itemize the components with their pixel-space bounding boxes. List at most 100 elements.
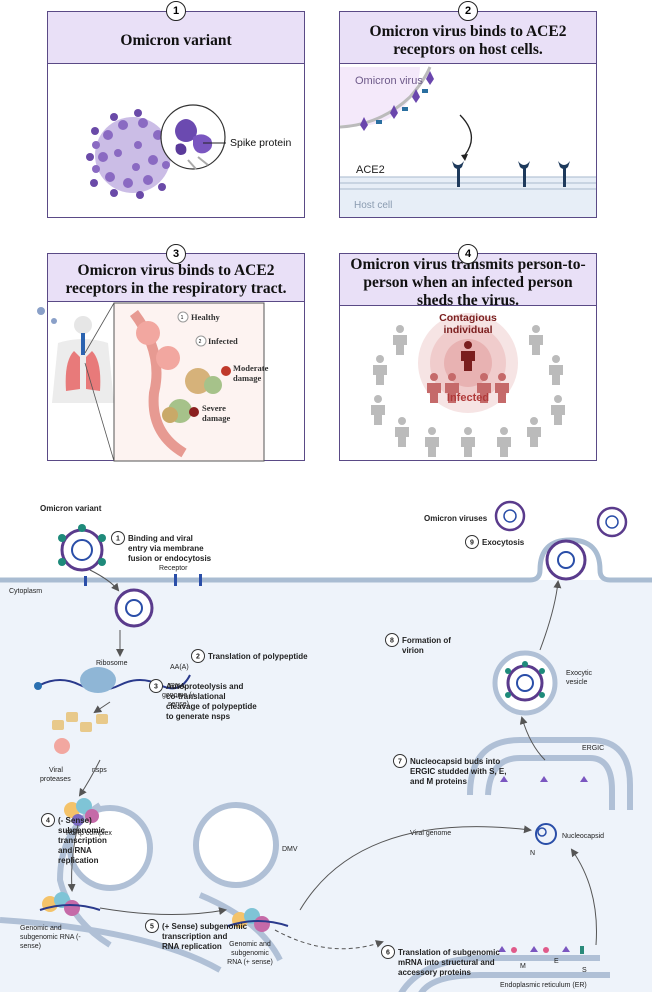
n-label: N [530,850,535,857]
step-number: 3 [154,684,158,691]
step-number-badge [385,633,399,647]
omicron-variant-label: Omicron variant [40,504,102,513]
exiting-virus-3 [545,539,587,581]
incoming-virus [58,524,106,572]
panel-4-number: 4 [458,244,478,264]
step-number-badge [465,535,479,549]
step-number-badge [191,649,205,663]
person-icon [497,427,511,457]
replication-cycle: Cytoplasm Omicron variant Receptor Ribos… [0,500,652,992]
infected-alveoli-label: Infected [208,336,238,346]
step-number: 6 [386,950,390,957]
protease-shape [54,738,70,754]
person-icon [461,341,475,371]
ergic-label: ERGIC [582,745,604,752]
person-icon [395,417,409,447]
person-icon [529,325,543,355]
step-text: Exocytosis [482,538,525,547]
cytoplasm-label: Cytoplasm [9,588,42,595]
receptor-label: Receptor [159,565,188,572]
step-number-badge [41,813,55,827]
panel-1-number: 1 [166,1,186,21]
person-icon [461,427,475,457]
spike-protein-label: Spike protein [230,137,291,149]
endosome-virus [114,588,154,628]
omicron-viruses-label: Omicron viruses [424,514,488,523]
panel-2: Omicron virus binds to ACE2 receptors on… [339,11,597,218]
person-icon [373,355,387,385]
step-text: Translation of polypeptide [208,652,308,661]
panel-2-number: 2 [458,1,478,21]
person-icon [551,395,565,425]
human-silhouette [52,316,114,403]
rdrp-label: RdRp complex [66,830,112,837]
person-icon [477,373,491,403]
exocytic-vesicle [492,650,558,716]
step-number: 7 [398,759,402,766]
panel-3-number: 3 [166,244,186,264]
spike-zoom-inset [160,104,226,170]
virus-surface [340,67,420,125]
host-cell-label: Host cell [354,200,392,211]
er-label: Endoplasmic reticulum (ER) [500,982,587,989]
panel-4: Omicron virus transmits person-to-person… [339,253,597,461]
person-icon [393,325,407,355]
person-icon [425,427,439,457]
dmv-label: DMV [282,846,298,853]
step-number-badge [149,679,163,693]
s-label: S [582,967,587,974]
svg-text:1: 1 [181,315,184,321]
aa-label: AA(A) [170,664,189,671]
receptors [84,574,202,586]
exiting-virus-1 [494,500,526,532]
nsps-shapes [52,712,108,732]
step-number: 8 [390,638,394,645]
ace2-binding-illustration: Omicron virus ACE2 Host cell [340,66,596,217]
person-icon [495,373,509,403]
step-number-badge [111,531,125,545]
step-number: 1 [116,536,120,543]
exiting-virus-2 [596,506,628,538]
step-number: 2 [196,654,200,661]
nsps-label: nsps [92,767,107,774]
ace2-label: ACE2 [356,164,385,176]
virus-particles-air [37,307,57,324]
step-number: 4 [46,818,50,825]
omicron-virus-illustration: Spike protein [86,104,291,199]
step-number: 9 [470,540,474,547]
virus-particle [86,109,172,199]
step-number-badge [393,754,407,768]
step-9: 9 Exocytosis [465,535,525,549]
infected-label: Infected [447,392,489,404]
nucleocapsid-label: Nucleocapsid [562,833,604,840]
step-2: 2 Translation of polypeptide [191,649,308,663]
panel-3-title: Omicron virus binds to ACE2 receptors in… [48,254,304,302]
rdrp-complex [64,798,99,826]
svg-text:2: 2 [199,339,202,345]
e-label: E [554,958,559,965]
